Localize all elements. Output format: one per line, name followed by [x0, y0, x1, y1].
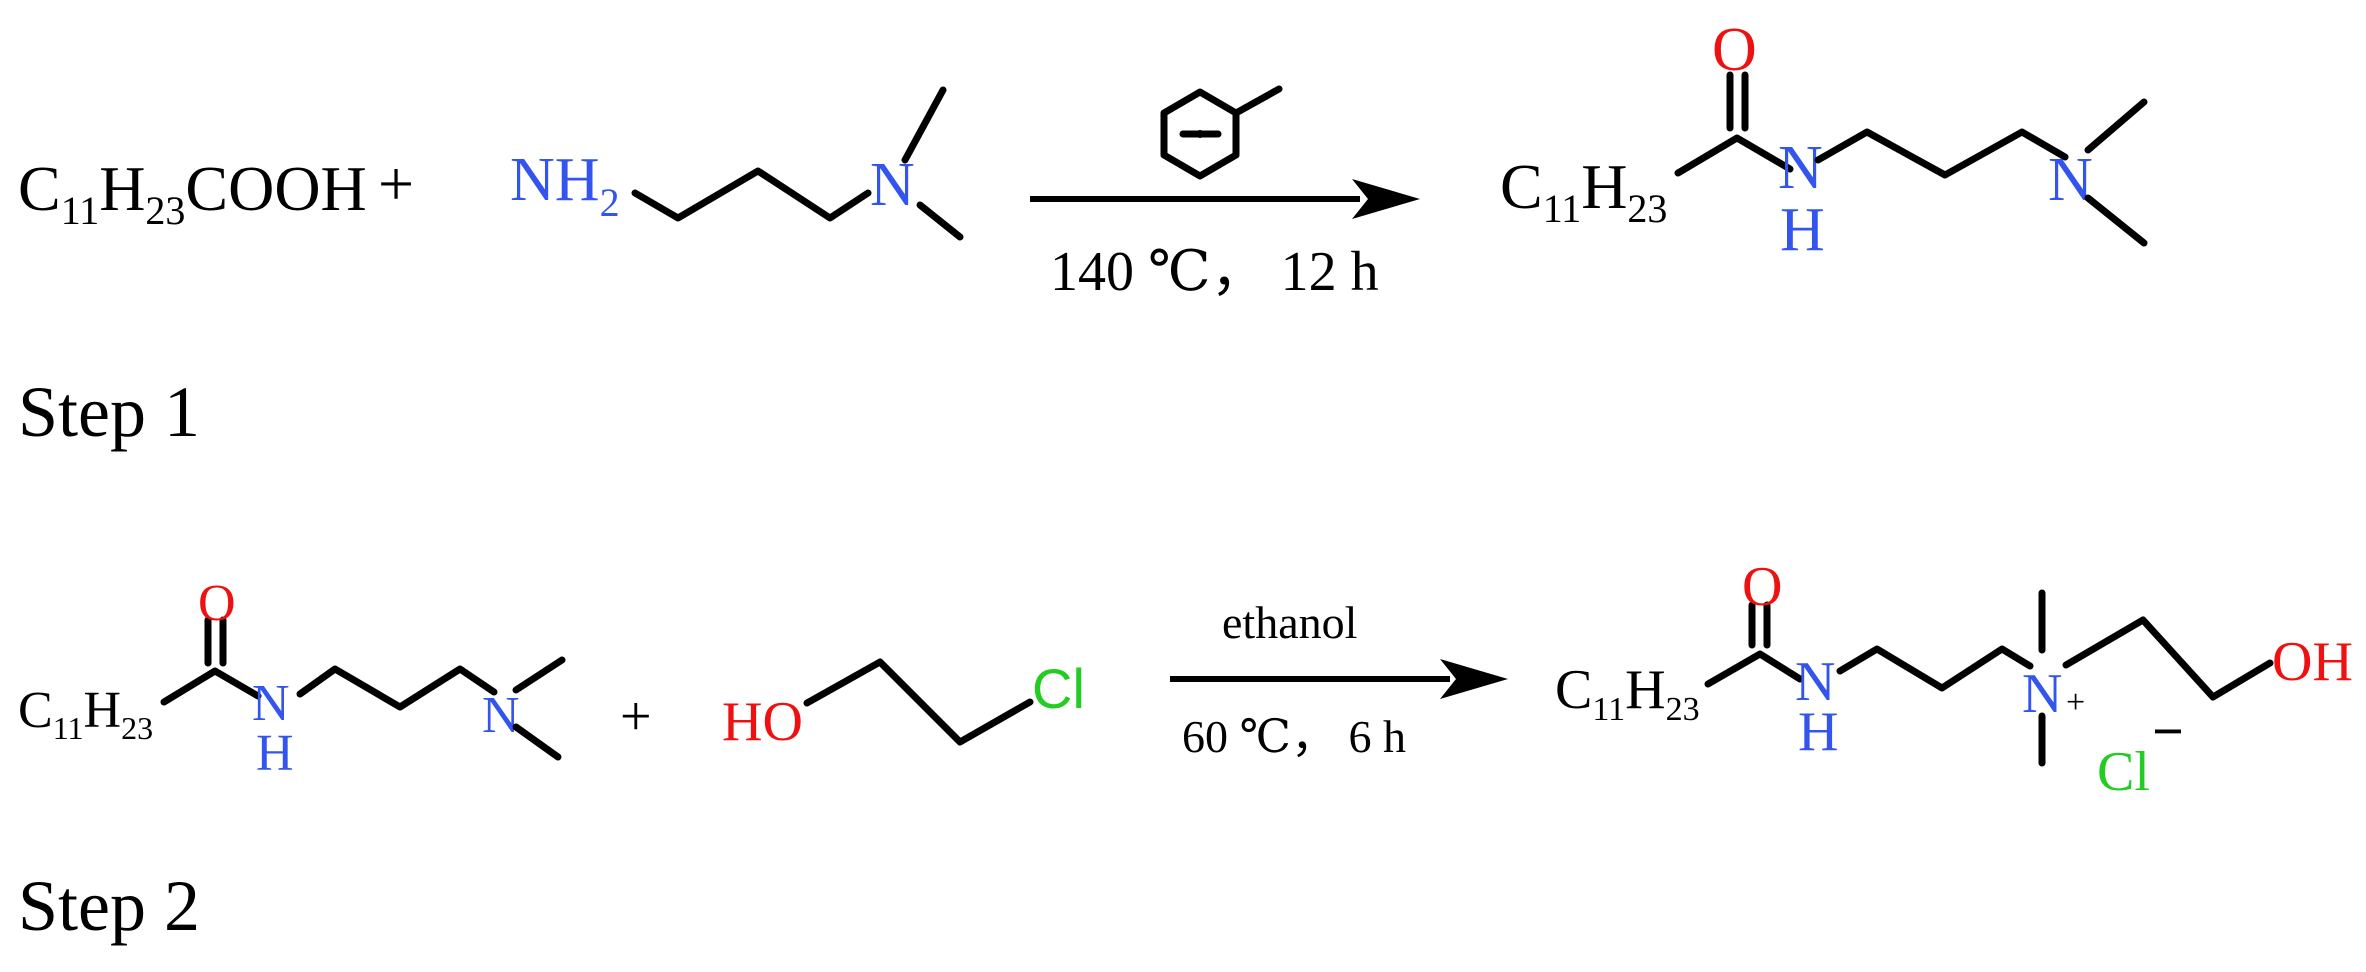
svg-text:NH2: NH2: [510, 146, 620, 225]
svg-text:OH: OH: [2272, 631, 2353, 693]
step2-label: Step 2: [18, 866, 200, 946]
step2-chloroethanol: HO Cl: [722, 657, 1085, 753]
svg-text:O: O: [1742, 556, 1782, 618]
step1-arrow: [1030, 179, 1420, 219]
svg-text:O: O: [1712, 16, 1757, 84]
svg-text:Cl: Cl: [2097, 741, 2150, 803]
svg-text:H: H: [1780, 196, 1825, 264]
svg-text:−: −: [2152, 701, 2184, 763]
step2-arrow: [1170, 659, 1508, 699]
svg-text:N: N: [2048, 146, 2093, 214]
svg-text:C11H23: C11H23: [1555, 659, 1700, 728]
step1-plus: +: [378, 148, 414, 219]
svg-text:N: N: [1778, 134, 1823, 202]
step2-reagent: ethanol: [1222, 597, 1357, 648]
step2-plus: +: [620, 686, 652, 748]
svg-text:Cl: Cl: [1032, 657, 1085, 720]
svg-text:C11H23COOH: C11H23COOH: [18, 153, 367, 233]
svg-text:N: N: [252, 675, 290, 732]
svg-text:H: H: [1798, 701, 1838, 763]
step2-conditions: 60 ℃， 6 h: [1182, 711, 1406, 762]
svg-text:H: H: [256, 725, 294, 782]
step1-product: C11H23 O N H N: [1500, 16, 2148, 264]
svg-text:N: N: [1795, 651, 1835, 713]
step1-amine: NH2 N: [510, 86, 964, 241]
svg-text:N: N: [482, 687, 520, 744]
svg-text:HO: HO: [722, 691, 803, 753]
step2-product: C11H23 O N H N + OH Cl −: [1555, 556, 2353, 803]
svg-text:+: +: [2066, 684, 2085, 721]
toluene-icon: [1160, 85, 1283, 180]
svg-text:C11H23: C11H23: [18, 682, 153, 746]
svg-text:C11H23: C11H23: [1500, 151, 1667, 231]
svg-text:O: O: [198, 575, 236, 632]
step1-acid-formula: C11H23COOH: [18, 153, 367, 233]
step2-reactant: C11H23 O N H N: [18, 575, 566, 782]
step1-label: Step 1: [18, 372, 200, 452]
step1-conditions: 140 ℃， 12 h: [1050, 241, 1379, 303]
